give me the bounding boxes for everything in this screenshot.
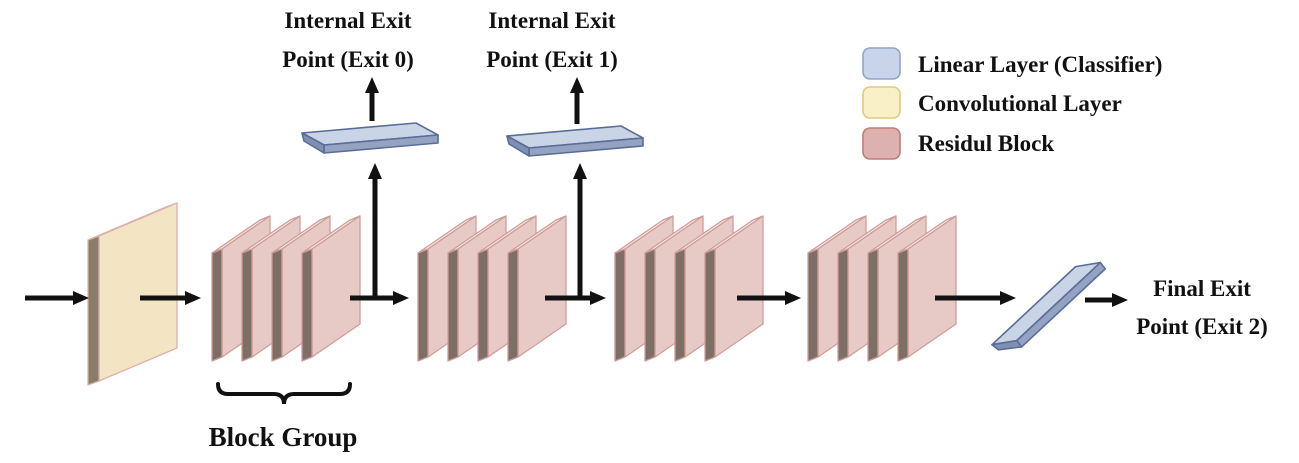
exit1-label-line2: Point (Exit 1) — [486, 47, 618, 72]
conv-layer — [87, 202, 178, 386]
legend-swatch-conv-layer — [862, 86, 901, 119]
block-group-label: Block Group — [209, 422, 358, 452]
legend: Linear Layer (Classifier) Convolutional … — [862, 47, 1162, 160]
classifier-exit1 — [506, 125, 644, 157]
block-group-4 — [808, 216, 956, 361]
legend-swatch-linear-layer — [862, 47, 901, 80]
exit1-label-line1: Internal Exit — [488, 8, 615, 33]
final-exit-label-line2: Point (Exit 2) — [1136, 314, 1268, 339]
final-exit-label-line1: Final Exit — [1153, 276, 1251, 301]
classifier-final — [984, 252, 1113, 362]
legend-swatch-residual-block — [862, 127, 901, 160]
block-group-3 — [615, 216, 763, 361]
legend-label-residual-block: Residul Block — [918, 131, 1054, 156]
legend-label-linear-layer: Linear Layer (Classifier) — [918, 52, 1162, 77]
block-group-1 — [212, 216, 360, 361]
block-group-2 — [418, 216, 566, 361]
conv-dark-edge — [87, 235, 100, 386]
exit0-label-line1: Internal Exit — [284, 8, 411, 33]
exit0-label-line2: Point (Exit 0) — [282, 47, 414, 72]
legend-label-conv-layer: Convolutional Layer — [918, 91, 1122, 116]
block-group-brace — [216, 382, 352, 405]
classifier-exit0 — [301, 122, 439, 154]
